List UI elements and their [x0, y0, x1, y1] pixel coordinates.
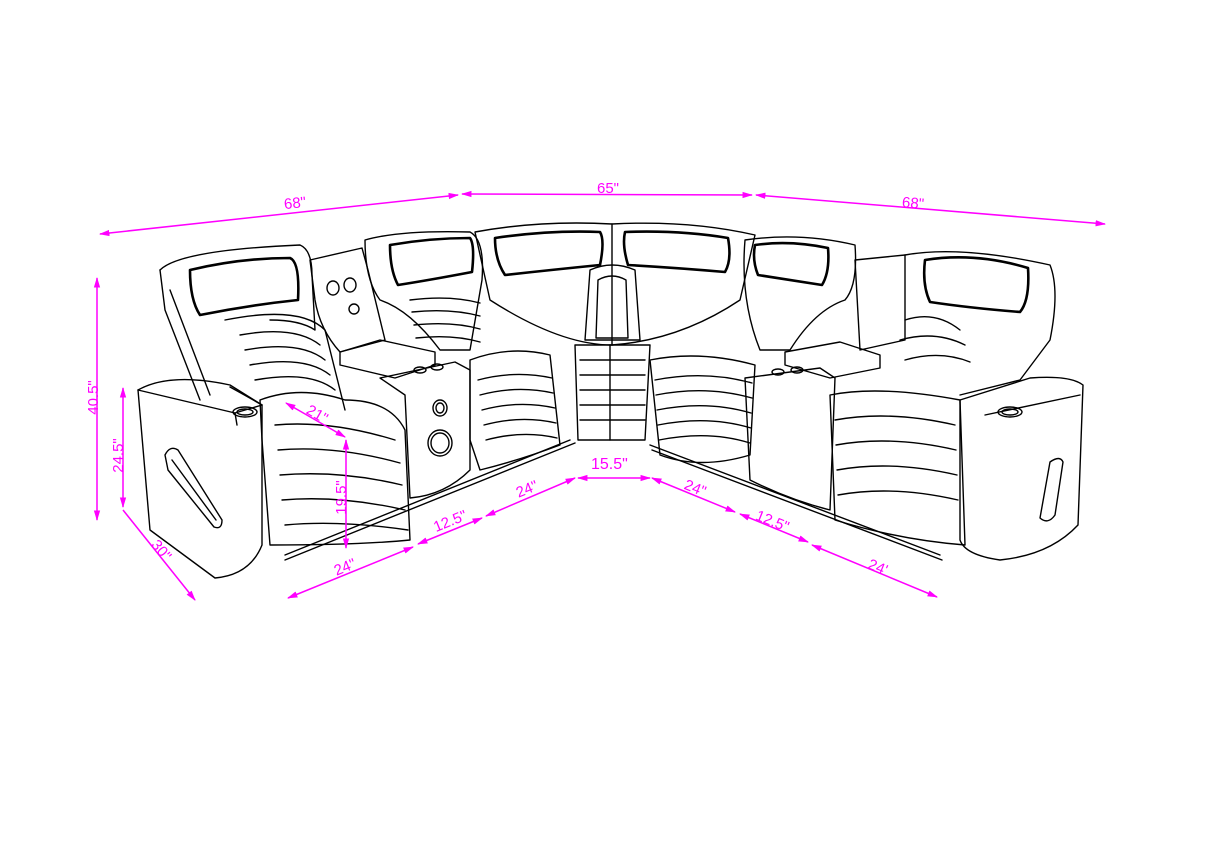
left-inner-seat [284, 230, 576, 561]
right-console [744, 254, 906, 511]
dim-seat-height: 19.5" [332, 480, 350, 515]
dim-top-center-width: 65" [597, 180, 620, 197]
left-recliner [137, 244, 411, 579]
corner-seats [474, 222, 756, 441]
right-recliner [829, 250, 1084, 561]
dim-corner-width: 15.5" [591, 456, 628, 473]
sofa-drawing [137, 222, 1084, 579]
dim-arm-height: 24.5" [109, 438, 127, 473]
dim-top-left-width: 68" [283, 193, 307, 214]
dim-overall-height: 40.5" [84, 380, 102, 415]
dimension-lines [93, 190, 1107, 601]
right-inner-seat [649, 236, 943, 561]
dim-top-right-width: 68" [901, 194, 925, 213]
